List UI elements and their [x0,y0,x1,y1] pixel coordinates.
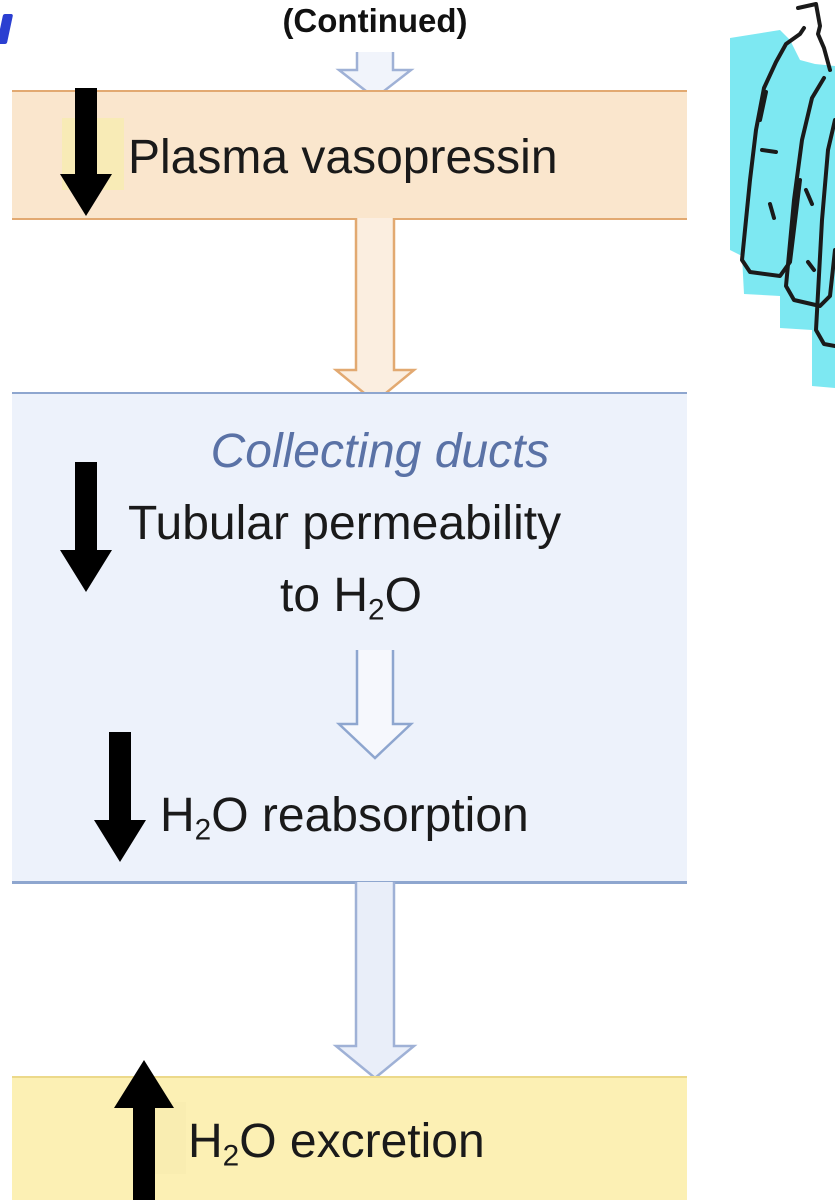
up-arrow-icon [114,1060,174,1200]
corner-mark [0,14,14,44]
down-arrow-icon [60,462,112,592]
water-reabsorption-label: H2O reabsorption [160,789,529,847]
continued-label: (Continued) [282,2,468,39]
hollow-flow-arrow-icon [335,650,415,760]
vasopressin-box [12,90,687,220]
tubular-permeability-label: Tubular permeability [128,497,562,550]
plasma-vasopressin-label: Plasma vasopressin [128,131,558,184]
to-water-label: to H2O [280,569,422,627]
water-excretion-label: H2O excretion [188,1115,485,1173]
water-bottles-icon [730,2,835,388]
flow-arrow-ducts-icon [332,882,418,1080]
flow-arrow-vaso-icon [332,218,418,404]
collecting-ducts-heading: Collecting ducts [210,425,550,478]
down-arrow-icon [60,88,112,216]
down-arrow-icon [94,732,146,862]
